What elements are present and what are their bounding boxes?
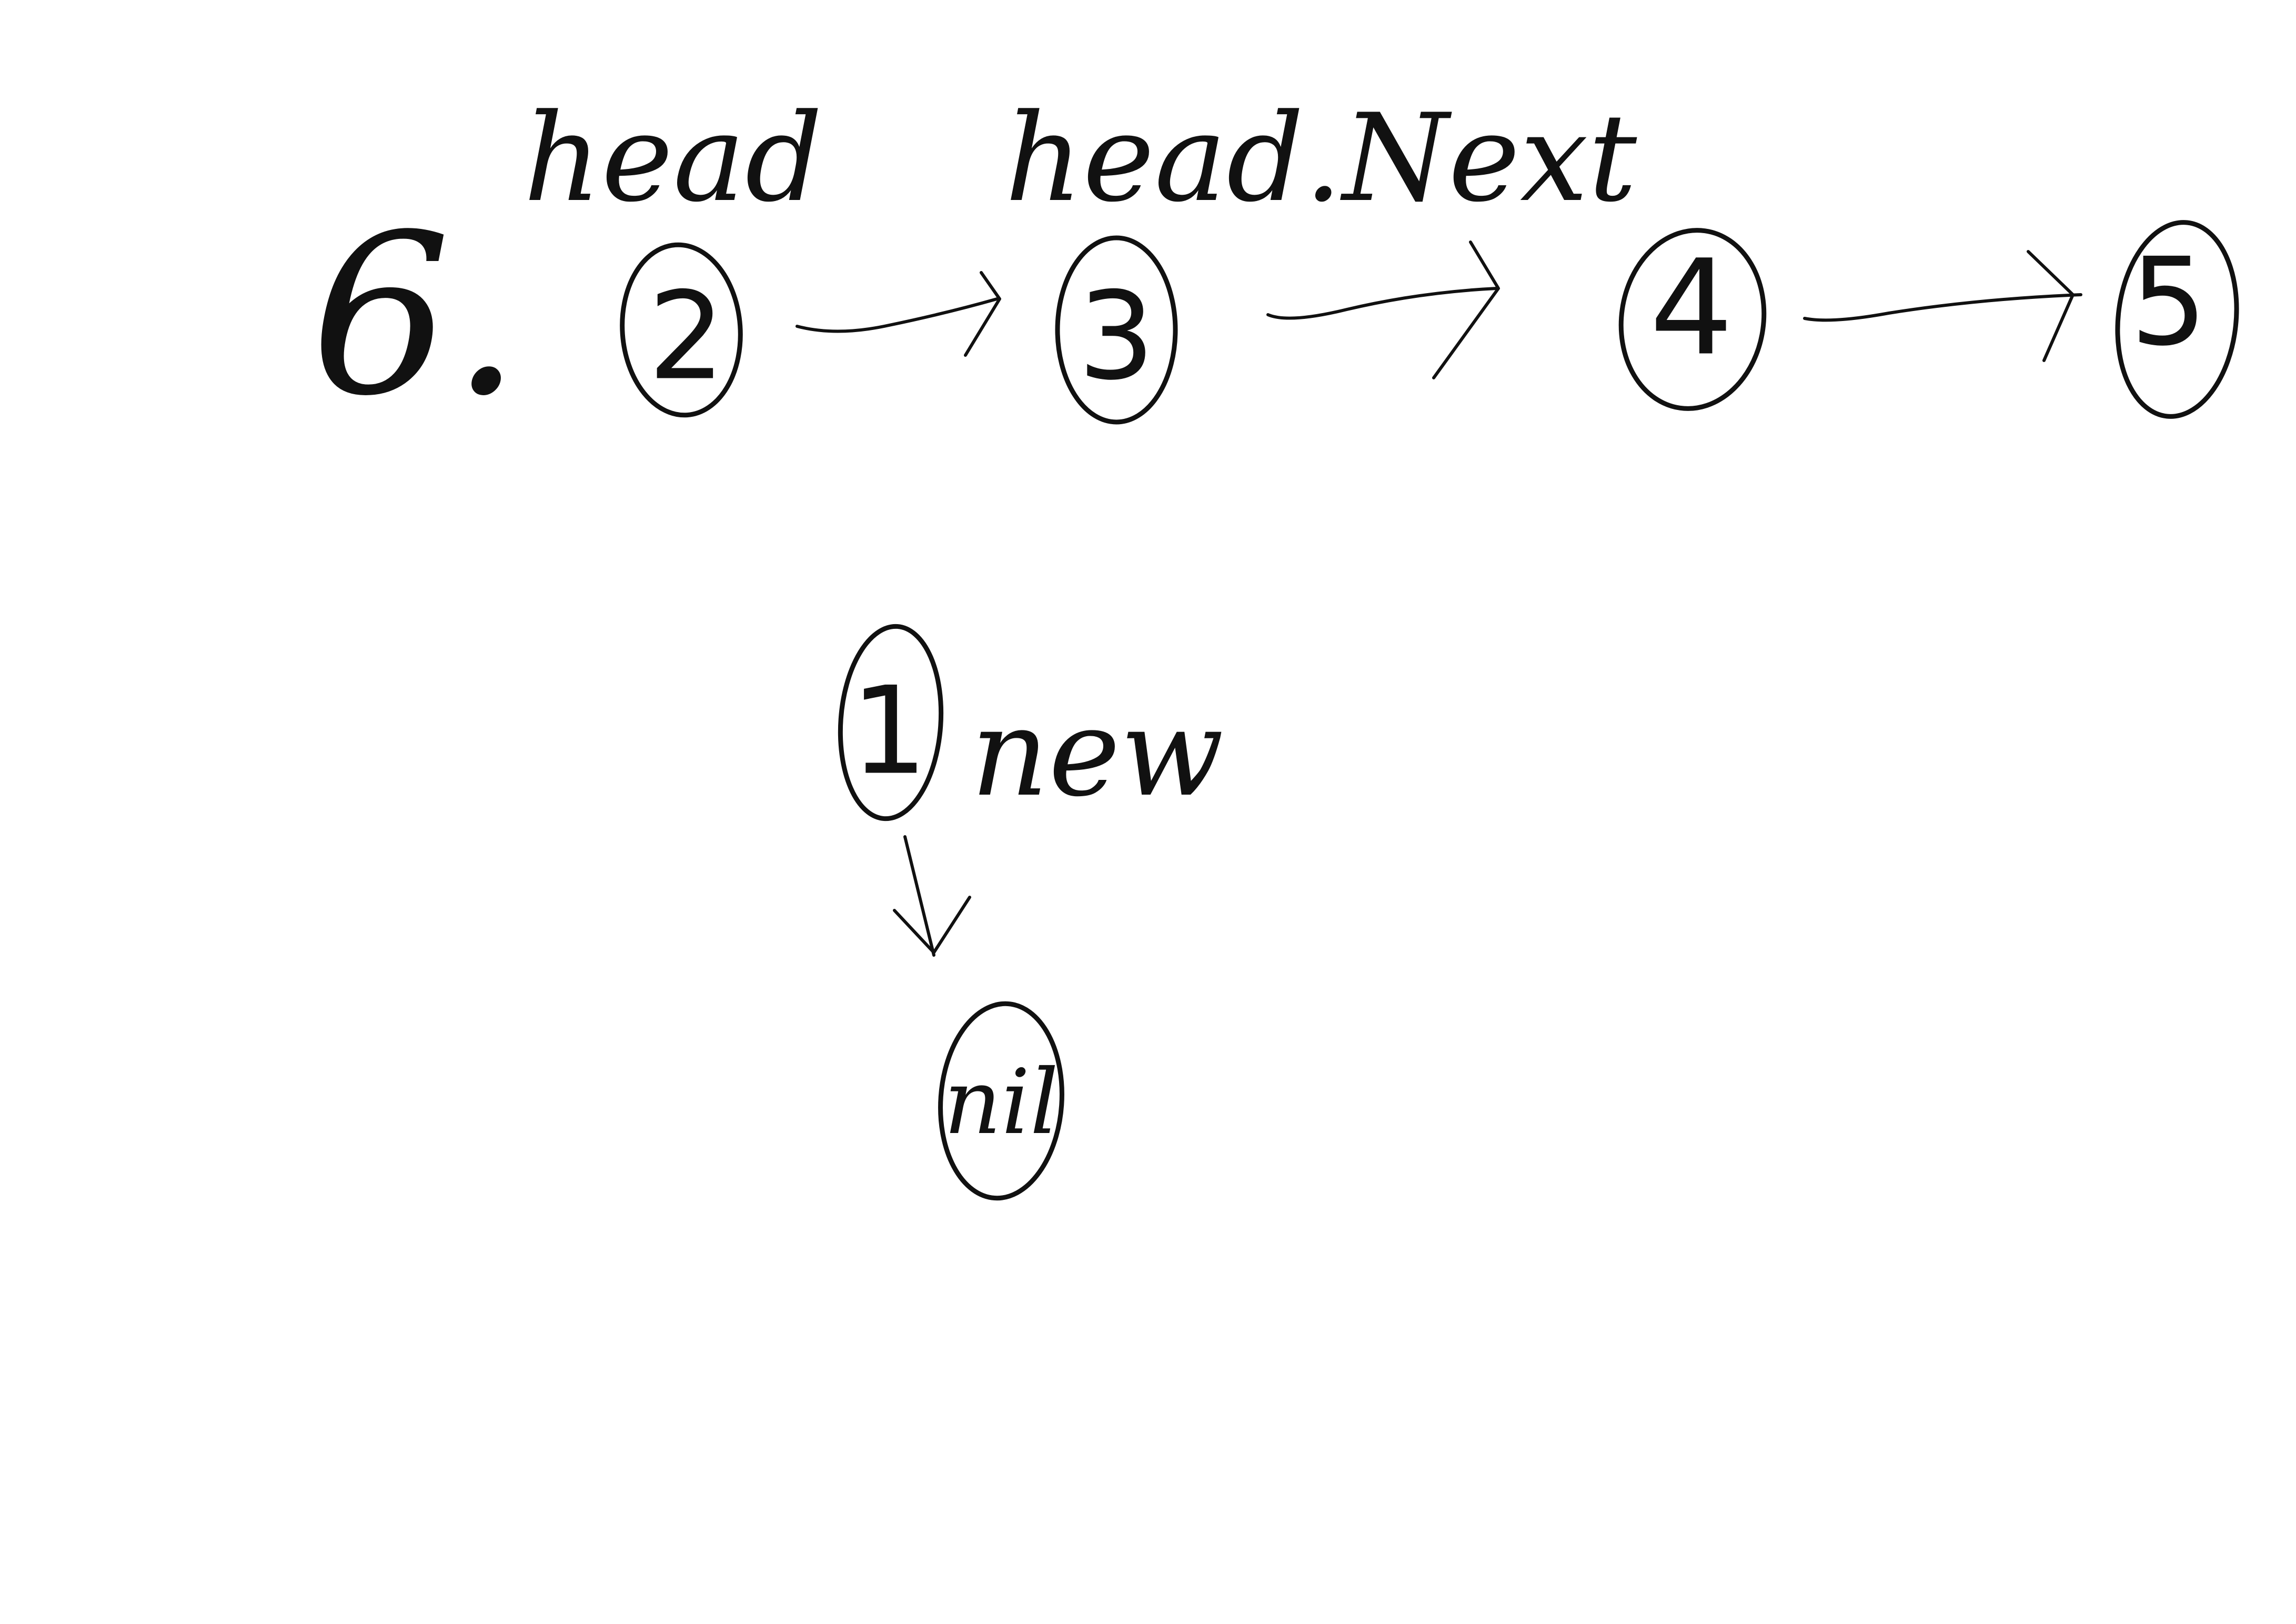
node-circle (620, 242, 743, 418)
list-node: 3 (1055, 235, 1178, 425)
problem-label: 6. (310, 187, 521, 445)
nil-node: nil (938, 1001, 1064, 1201)
list-node: 5 (2115, 220, 2239, 419)
list-node: 2 (620, 242, 743, 418)
next-arrow (1803, 250, 2082, 362)
node-value: 5 (2130, 233, 2207, 373)
next-arrow (795, 271, 1001, 357)
node-value: 4 (1649, 232, 1733, 385)
list-node: 4 (1618, 228, 1767, 411)
node-value: 1 (851, 661, 928, 802)
node-circle (1055, 235, 1178, 425)
node-circle (838, 624, 944, 821)
node-circle (2115, 220, 2239, 419)
node-circle (938, 1001, 1064, 1201)
next-arrow (893, 835, 971, 957)
node-value: 2 (648, 267, 725, 407)
nil-label: nil (944, 1050, 1059, 1155)
new-node: 1 (838, 624, 944, 821)
head-next-label: head.Next (1005, 88, 1637, 229)
next-arrow (1266, 240, 1500, 379)
node-circle (1618, 228, 1767, 411)
head-label: head (523, 88, 823, 229)
new-label: new (971, 683, 1224, 824)
node-value: 3 (1078, 267, 1155, 407)
